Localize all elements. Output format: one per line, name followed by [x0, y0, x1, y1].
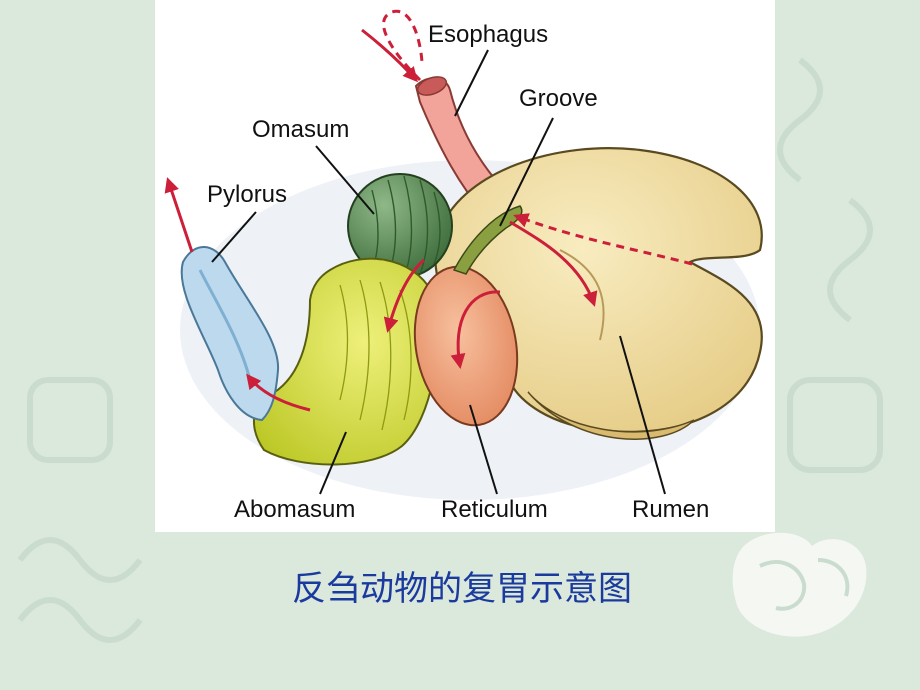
label-reticulum: Reticulum	[441, 496, 548, 523]
label-omasum: Omasum	[252, 116, 349, 143]
label-esophagus: Esophagus	[428, 21, 548, 48]
decorative-motif	[733, 533, 867, 637]
label-abomasum: Abomasum	[234, 496, 355, 523]
slide-caption: 反刍动物的复胃示意图	[292, 569, 632, 609]
label-pylorus: Pylorus	[207, 181, 287, 208]
label-rumen: Rumen	[632, 496, 709, 523]
label-groove: Groove	[519, 85, 598, 112]
